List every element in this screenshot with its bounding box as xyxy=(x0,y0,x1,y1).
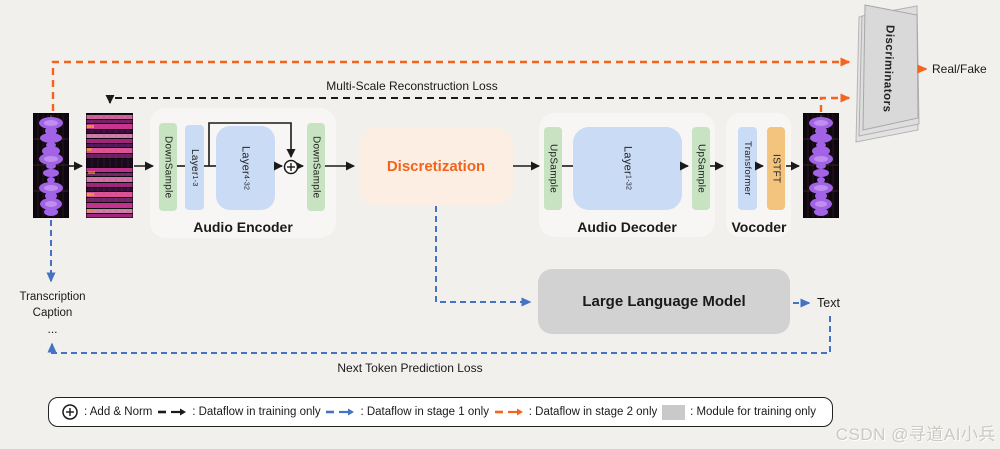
legend-stage1-flow: : Dataflow in stage 1 only xyxy=(325,406,489,418)
black-dashed-arrow-icon xyxy=(158,408,187,416)
decoder-upsample-2-box: UpSample xyxy=(692,127,710,210)
decoder-layer-1-32-box: Layer1-32 xyxy=(573,127,682,210)
add-norm-icon xyxy=(62,404,78,420)
vocoder-istft-box: ISTFT xyxy=(767,127,785,210)
discretization-box: Discretization xyxy=(359,128,513,205)
legend-add-norm: : Add & Norm xyxy=(61,403,152,421)
encoder-layer-1-3-label: Layer1-3 xyxy=(189,148,200,187)
audio-encoder-title: Audio Encoder xyxy=(193,219,293,235)
legend-stage2-flow: : Dataflow in stage 2 only xyxy=(494,406,658,418)
vocoder-istft-label: ISTFT xyxy=(770,153,782,184)
encoder-downsample-1-box: DownSample xyxy=(159,123,177,211)
input-spectrogram-image xyxy=(86,113,133,218)
discriminator-card-front xyxy=(862,4,919,131)
encoder-layer-4-32-label: Layer4-32 xyxy=(239,145,252,191)
multi-scale-loss-label: Multi-Scale Reconstruction Loss xyxy=(326,79,498,93)
encoder-downsample-1-label: DownSample xyxy=(162,135,174,199)
audio-decoder-title: Audio Decoder xyxy=(577,219,677,235)
transcription-label: Transcription xyxy=(19,291,86,303)
gray-module-swatch-icon xyxy=(662,404,686,420)
next-token-loss-label: Next Token Prediction Loss xyxy=(337,361,483,375)
discriminators-stack xyxy=(855,4,920,143)
decoder-layer-1-32-label: Layer1-32 xyxy=(621,146,634,191)
orange-dashed-arrow-icon xyxy=(494,408,523,416)
recon-loss-line xyxy=(105,95,818,104)
legend-add-norm-label: : Add & Norm xyxy=(84,406,153,418)
legend-training-module-label: : Module for training only xyxy=(690,406,816,418)
vocoder-transformer-label: Transformer xyxy=(742,141,753,196)
legend-training-module: : Module for training only xyxy=(662,404,816,420)
encoder-layer-1-3-box: Layer1-3 xyxy=(185,125,204,210)
text-input-block: Transcription Caption ... xyxy=(10,290,95,337)
ellipsis-label: ... xyxy=(47,322,58,337)
blue-dashed-arrow-icon xyxy=(326,408,355,416)
input-waveform-image xyxy=(33,113,69,218)
watermark: CSDN @寻道AI小兵 xyxy=(835,425,996,444)
vocoder-title: Vocoder xyxy=(731,219,787,235)
legend-training-flow-label: : Dataflow in training only xyxy=(192,406,321,418)
text-output-label: Text xyxy=(817,296,840,310)
legend-box: : Add & Norm : Dataflow in training only… xyxy=(48,397,833,427)
encoder-downsample-2-box: DownSample xyxy=(307,123,325,211)
caption-label: Caption xyxy=(32,306,73,319)
encoder-layer-4-32-box: Layer4-32 xyxy=(216,126,275,210)
vocoder-transformer-box: Transformer xyxy=(738,127,757,210)
legend-training-flow: : Dataflow in training only xyxy=(157,406,321,418)
llm-box: Large Language Model xyxy=(538,269,790,334)
legend-stage1-flow-label: : Dataflow in stage 1 only xyxy=(360,406,489,418)
llm-label: Large Language Model xyxy=(582,293,746,310)
real-fake-label: Real/Fake xyxy=(932,62,987,76)
decoder-upsample-2-label: UpSample xyxy=(695,143,707,194)
encoder-downsample-2-label: DownSample xyxy=(310,135,322,199)
decoder-upsample-1-box: UpSample xyxy=(544,127,562,210)
discretization-label: Discretization xyxy=(386,158,486,175)
output-waveform-image xyxy=(803,113,839,218)
legend-stage2-flow-label: : Dataflow in stage 2 only xyxy=(528,406,658,418)
decoder-upsample-1-label: UpSample xyxy=(547,143,559,194)
